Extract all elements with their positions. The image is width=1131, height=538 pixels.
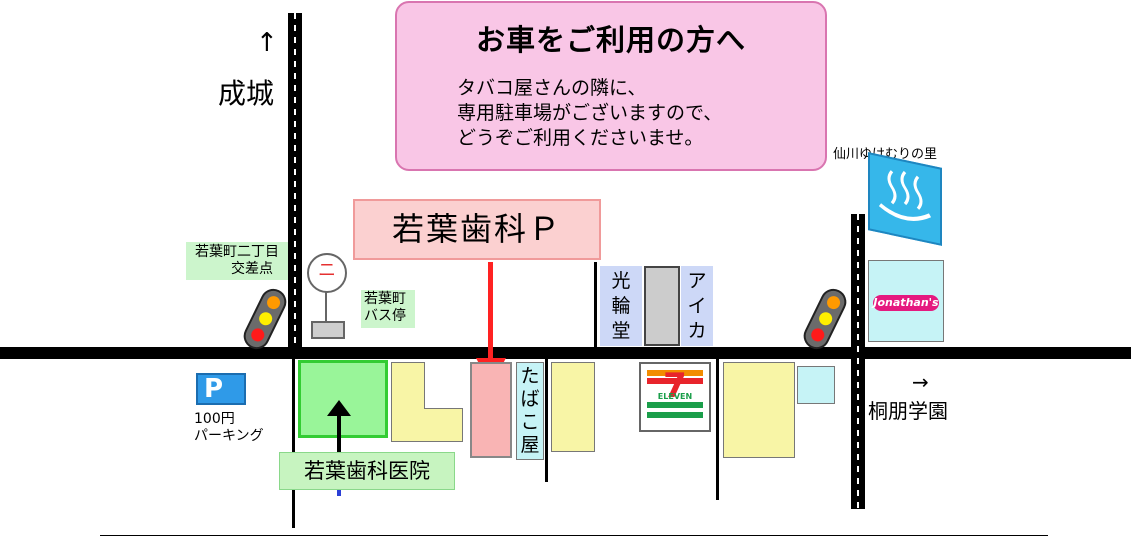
left-cross-road-south (292, 358, 295, 528)
store-korindo: 光 輪 堂 (600, 266, 642, 346)
clinic-parking-lot (470, 362, 512, 458)
clinic-parking-sign: 若葉歯科Ｐ (353, 199, 601, 260)
tobacco-shop-char: ば (520, 388, 540, 410)
store-aika-char: イ (687, 295, 707, 317)
jonathans-text: Jonathan's (873, 295, 939, 311)
building (644, 266, 680, 346)
notice-body: タバコ屋さんの隣に、 専用駐車場がございますので、 どうぞご利用くださいませ。 (457, 76, 722, 151)
tobacco-shop-char: こ (520, 411, 540, 433)
right-cross-road (851, 214, 865, 509)
building-l-shape (391, 362, 463, 442)
notice-line: タバコ屋さんの隣に、 (457, 77, 647, 99)
clinic-building (298, 360, 388, 438)
bus-stop-label: 若葉町 バス停 (361, 290, 415, 328)
paid-parking-icon: P (196, 373, 246, 405)
tobacco-shop-char: 屋 (520, 434, 540, 456)
clinic-label: 若葉歯科医院 (279, 452, 455, 490)
store-korindo-char: 輪 (611, 295, 631, 317)
notice-box: お車をご利用の方へ タバコ屋さんの隣に、 専用駐車場がございますので、 どうぞご… (395, 1, 827, 171)
intersection-label-line: 若葉町二丁目 (195, 244, 279, 260)
paid-parking-label: 100円 パーキング (194, 411, 264, 445)
notice-title: お車をご利用の方へ (475, 23, 746, 57)
onsen-icon (868, 152, 942, 246)
seven-eleven-text: ELEVEN (657, 392, 693, 401)
north-label: 成城 (218, 77, 275, 110)
notice-line: 専用駐車場がございますので、 (457, 102, 723, 124)
building (723, 362, 795, 458)
notice-line: どうぞご利用くださいませ。 (457, 127, 704, 149)
clinic-arrow-icon (326, 400, 352, 498)
building (551, 362, 595, 452)
tobacco-shop: た ば こ 屋 (516, 362, 544, 460)
onsen-label: 仙川ゆけむりの里 (833, 147, 938, 162)
bus-sign-glyph: ニ (307, 253, 347, 293)
store-aika: ア イ カ (681, 266, 713, 346)
tobacco-shop-char: た (520, 365, 540, 387)
east-label: 桐朋学園 (868, 399, 948, 423)
bus-stop-label-line: バス停 (364, 308, 406, 324)
building (797, 366, 835, 404)
store-aika-char: カ (687, 320, 707, 342)
alley-3 (716, 358, 719, 500)
seven-eleven-logo: 7 ELEVEN (639, 362, 711, 432)
bottom-rule (100, 535, 1048, 536)
paid-parking-line: パーキング (194, 428, 264, 444)
store-korindo-char: 光 (611, 270, 631, 292)
east-arrow-icon: → (912, 370, 929, 394)
store-aika-char: ア (687, 270, 707, 292)
alley-2 (594, 262, 597, 348)
intersection-label-line: 交差点 (231, 261, 273, 277)
bus-stop-label-line: 若葉町 (364, 291, 406, 307)
traffic-signal-icon (239, 284, 291, 354)
traffic-signal-icon (799, 284, 851, 354)
paid-parking-line: 100円 (194, 411, 235, 427)
intersection-label: 若葉町二丁目 交差点 (186, 242, 288, 280)
north-arrow-icon: ↑ (256, 28, 278, 58)
left-cross-road (288, 13, 302, 349)
jonathans-logo: Jonathan's (868, 260, 944, 342)
bus-stop-icon: ニ (305, 253, 349, 339)
alley-1 (545, 358, 548, 482)
store-korindo-char: 堂 (611, 320, 631, 342)
main-road (0, 347, 1131, 359)
